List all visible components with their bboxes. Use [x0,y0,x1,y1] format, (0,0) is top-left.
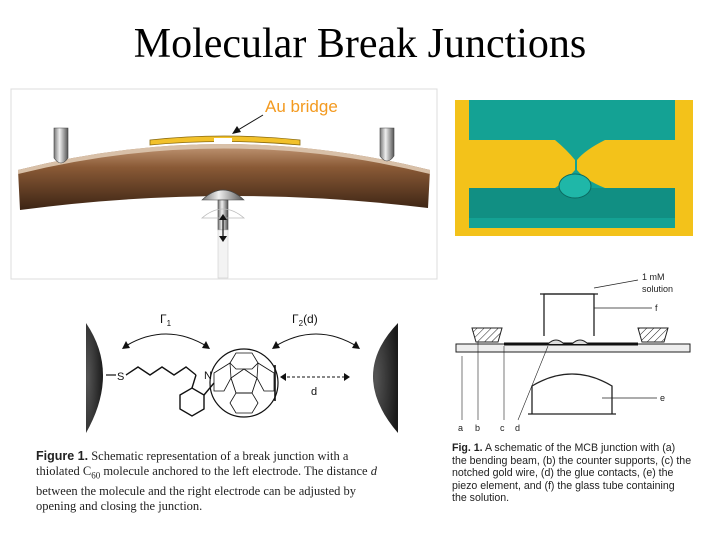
molecule-caption: Figure 1. Schematic representation of a … [36,449,416,514]
au-bridge-pointer [237,114,264,131]
beam-top-layer [18,144,430,174]
left-counter-support [53,127,69,164]
arrow-down-head [219,236,227,242]
bridge-notch [214,138,232,142]
c60-hex-left [213,362,232,392]
c60-hex-top [229,352,259,370]
pusher-head [201,189,245,201]
gamma2-label: Γ2(d) [292,312,318,328]
mcb-label-b: b [475,423,480,433]
bridge-figure: Au bridge [10,88,438,280]
distance-arrow-right-head [344,373,350,381]
solution-label-line-1: 1 mM [642,272,665,282]
mcb-caption-label: Fig. 1. [452,442,483,454]
mcb-caption-line-5: the solution. [452,492,510,505]
pusher-ghost [200,208,246,219]
phenyl-ring [179,387,205,417]
mcb-caption-line-2: the bending beam, (b) the counter suppor… [452,454,692,467]
bending-beam [18,144,430,210]
gamma1-subscript: 1 [167,319,172,328]
mcb-label-d: d [515,423,520,433]
arrow-up-head [219,214,227,220]
molecule-caption-text-1: Schematic representation of a break junc… [91,449,349,463]
phenyl-link [191,374,197,389]
mcb-caption-text-1: A schematic of the MCB junction with (a) [482,442,676,454]
gamma2-arrow-left-head [272,341,280,349]
right-counter-support [379,127,395,162]
molecule-caption-d: d [370,464,377,478]
molecule-figure: S N Γ1 Γ2(d) d [86,312,398,433]
c60-hex-right [256,362,275,392]
distance-label: d [311,386,317,398]
nitrogen-label: N [204,370,212,382]
piezo-element [531,373,613,414]
gamma2-symbol: Γ [292,312,299,326]
left-counter-block [471,327,503,343]
slide-title: Molecular Break Junctions [133,21,587,67]
molecule-caption-line-1: Figure 1. Schematic representation of a … [36,449,416,464]
left-molecule-electrode [86,323,103,433]
mcb-label-a: a [458,423,463,433]
n-link [203,382,215,396]
left-electrode [455,100,575,236]
mcb-caption-line-1: Fig. 1. A schematic of the MCB junction … [452,442,714,455]
molecule-caption-text-2b: molecule anchored to the left electrode.… [100,464,371,478]
right-electrode [577,100,693,236]
c60-fullerene [209,348,279,418]
right-molecule-electrode [373,323,398,433]
sem-bottom-frame [455,228,693,236]
leader-d [517,345,549,421]
molecule-caption-label: Figure 1. [36,449,89,463]
c60-hex-bottom [229,392,259,414]
mcb-label-c: c [500,423,505,433]
mcb-figure: 1 mM solution f e a b c d [455,272,691,433]
bridge-figure-border [10,88,438,280]
glass-tube [543,293,595,336]
sem-image [455,100,693,236]
au-bridge-label: Au bridge [265,97,338,116]
au-bridge-pointer-head [232,126,241,134]
gamma1-label: Γ1 [160,312,172,328]
glue-blob [558,173,592,199]
molecule-caption-line-4: opening and closing the junction. [36,498,203,513]
gamma1-arrow-right-head [202,341,210,349]
mcb-caption-line-3: notched gold wire, (d) the glue contacts… [452,467,674,480]
molecule-caption-line-2: thiolated C60 molecule anchored to the l… [36,464,416,484]
alkyl-chain [125,366,197,376]
mcb-label-f: f [655,303,658,313]
mcb-label-e: e [660,393,665,403]
gamma1-arrow-left-head [122,341,130,349]
solution-label-line-2: solution [642,284,673,294]
gamma2-arrow [273,333,359,348]
gamma2-arrow-right-head [352,341,360,349]
gamma2-subscript: 2 [299,319,304,328]
distance-arrow-left-head [280,373,286,381]
gamma1-symbol: Γ [160,312,167,326]
gamma1-arrow [123,333,209,348]
leader-solution [593,279,639,289]
molecule-caption-line-3: between the molecule and the right elect… [36,483,357,498]
molecule-caption-text-2a: thiolated C [36,464,92,478]
c60-pentagon-center [230,368,258,394]
sulfur-label: S [117,371,124,383]
glue-contacts [547,339,589,345]
mcb-caption: Fig. 1. A schematic of the MCB junction … [452,442,714,505]
gamma2-suffix: (d) [303,312,318,326]
mcb-caption-line-4: piezo element, and (f) the glass tube co… [452,479,675,492]
right-counter-block [637,327,669,343]
molecule-caption-subscript: 60 [91,470,101,481]
